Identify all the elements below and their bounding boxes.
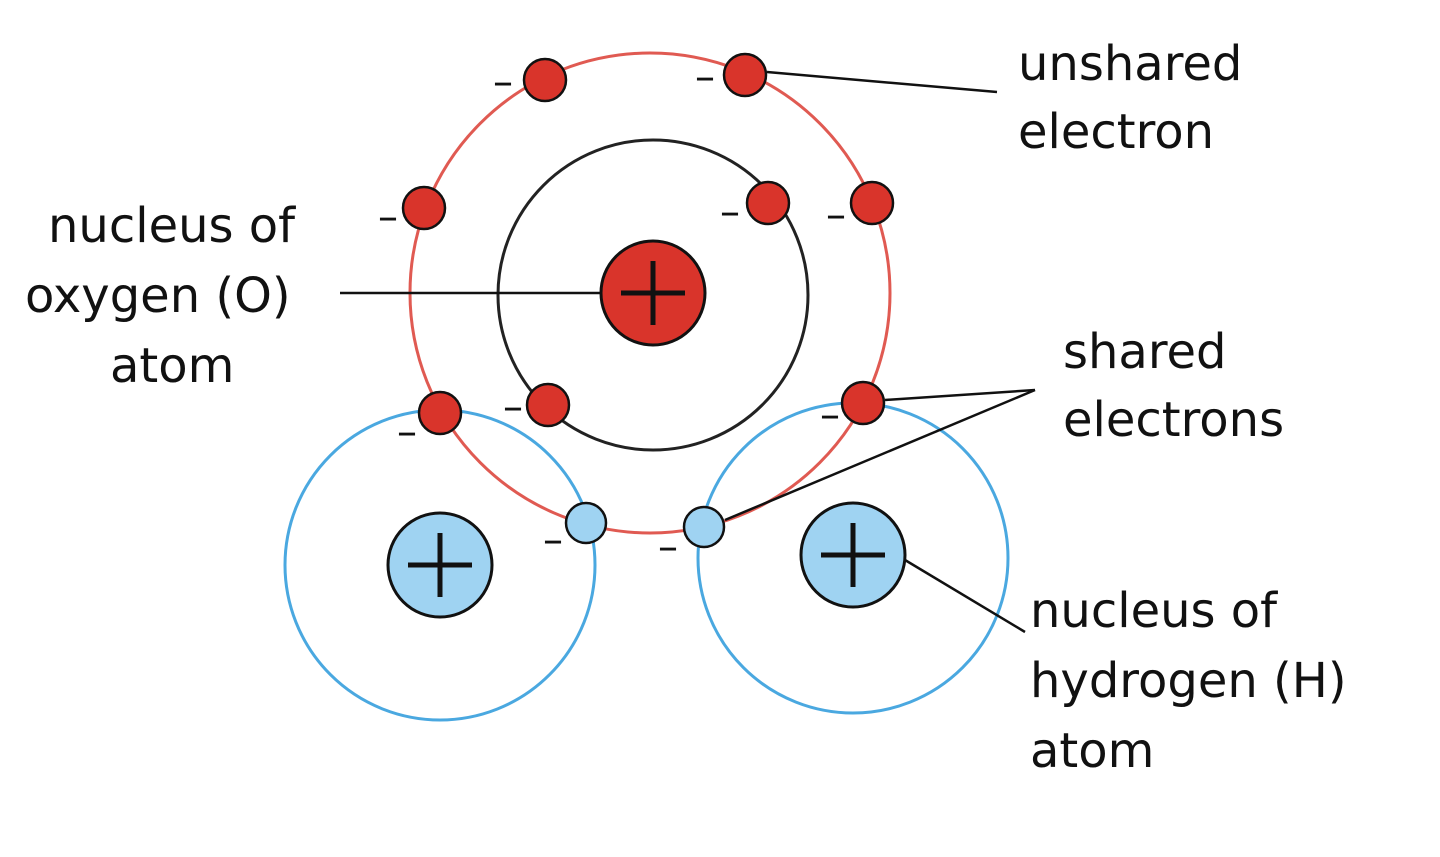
oxygen-electron (849, 180, 895, 226)
shared-electron-leader-upper (884, 388, 1036, 402)
electron-charge: – (720, 189, 740, 235)
electron-charge: – (397, 409, 417, 455)
svg-text:nucleus of: nucleus of (48, 198, 296, 254)
svg-text:oxygen (O): oxygen (O) (25, 268, 291, 324)
svg-text:atom: atom (110, 338, 234, 394)
oxygen-electron (840, 380, 886, 426)
oxygen-inner-shell (496, 138, 810, 452)
hydrogen-nucleus-leader (904, 558, 1026, 634)
oxygen-electron (525, 382, 571, 428)
hydrogen-left-nucleus (386, 511, 494, 619)
unshared-electron-leader (766, 70, 998, 94)
svg-text:electrons: electrons (1063, 392, 1284, 448)
svg-text:hydrogen (H): hydrogen (H) (1030, 653, 1347, 709)
svg-text:electron: electron (1018, 104, 1214, 160)
shared-electrons-label: shared electrons (1063, 324, 1284, 448)
electron-charge: – (820, 392, 840, 438)
hydrogen-electron (682, 505, 726, 549)
shared-electron-leader-lower (724, 388, 1036, 522)
svg-text:unshared: unshared (1018, 36, 1242, 92)
oxygen-electron (417, 390, 463, 436)
svg-text:nucleus of: nucleus of (1030, 583, 1278, 639)
electron-charge: – (543, 517, 563, 563)
oxygen-nucleus (599, 239, 707, 347)
oxygen-electron (745, 180, 791, 226)
electron-charge: – (826, 192, 846, 238)
oxygen-electron (522, 57, 568, 103)
unshared-electron-label: unshared electron (1018, 36, 1242, 160)
electron-charge: – (503, 384, 523, 430)
oxygen-nucleus-label: nucleus of oxygen (O) atom (25, 198, 296, 394)
svg-text:atom: atom (1030, 723, 1154, 779)
electron-charge: – (493, 59, 513, 105)
hydrogen-right-nucleus (799, 501, 907, 609)
hydrogen-electron (564, 501, 608, 545)
electron-charge: – (658, 524, 678, 570)
oxygen-electron (401, 185, 447, 231)
electron-charge: – (378, 194, 398, 240)
hydrogen-nucleus-label: nucleus of hydrogen (H) atom (1030, 583, 1347, 779)
svg-text:shared: shared (1063, 324, 1227, 380)
oxygen-electron (722, 52, 768, 98)
electron-charge: – (695, 54, 715, 100)
